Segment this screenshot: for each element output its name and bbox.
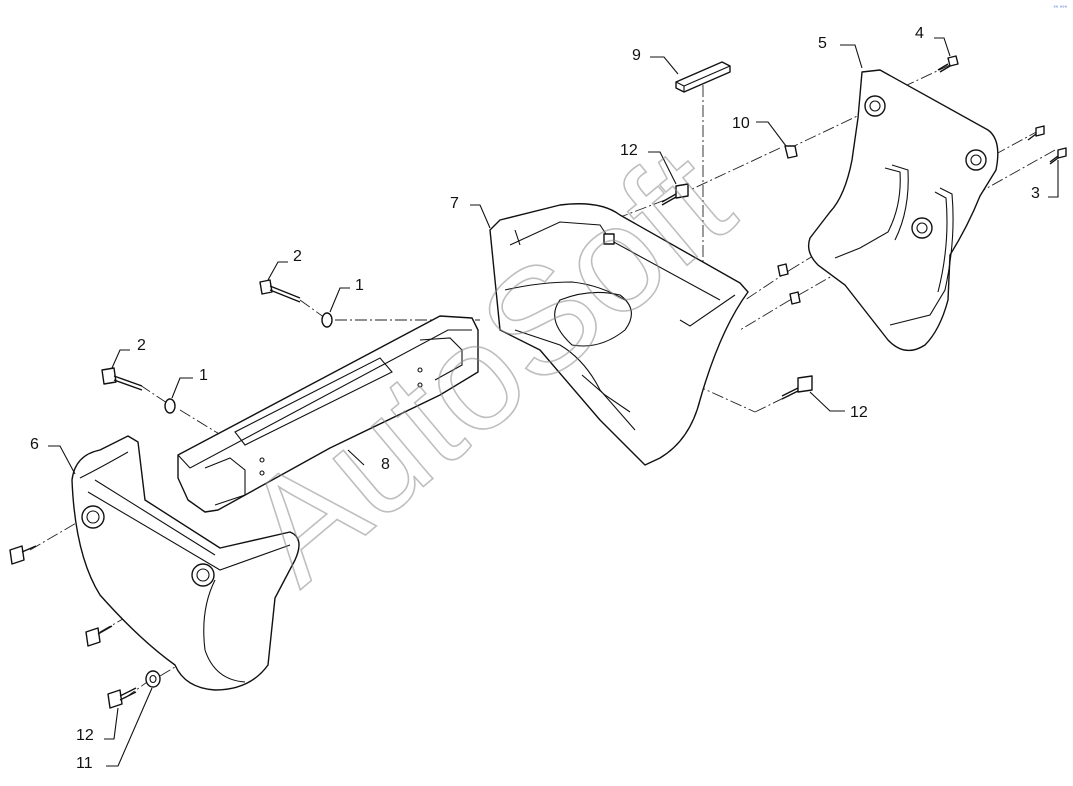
callout-12: 12 (76, 727, 94, 744)
callout-5: 5 (818, 35, 827, 52)
part-5-side-plate (807, 69, 999, 352)
callout-1: 1 (199, 367, 208, 384)
callout-12: 12 (850, 404, 868, 421)
bolts (9, 55, 1067, 709)
part-8-bracket (177, 315, 479, 513)
callout-6: 6 (30, 436, 39, 453)
callout-9: 9 (632, 47, 641, 64)
callout-1: 1 (355, 277, 364, 294)
callout-2: 2 (137, 337, 146, 354)
callout-8: 8 (381, 456, 390, 473)
part-10-clip (777, 145, 801, 305)
callout-2: 2 (293, 248, 302, 265)
part-9-key-bar (675, 61, 731, 93)
part-6-end-cover (71, 435, 300, 691)
part-7-center-shroud (489, 203, 749, 466)
corner-mark: °° °°° (1053, 6, 1067, 12)
callout-11: 11 (76, 755, 93, 772)
leader-lines (48, 37, 1059, 767)
callout-12: 12 (620, 142, 638, 159)
callout-3: 3 (1031, 185, 1040, 202)
callout-7: 7 (450, 195, 459, 212)
callout-4: 4 (915, 25, 924, 42)
callout-10: 10 (732, 115, 750, 132)
